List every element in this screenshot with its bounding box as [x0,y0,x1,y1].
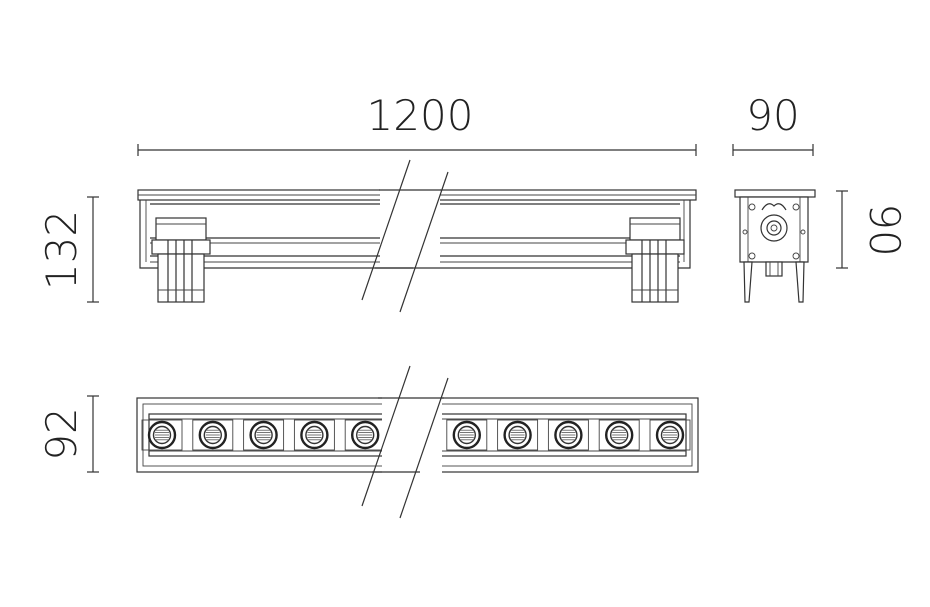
led-lens [243,419,285,451]
dimension-length-label: 1200 [367,91,474,140]
top-view [136,365,699,519]
dimension-height: 132 [37,196,99,303]
led-lens [192,419,234,451]
led-lens [497,419,539,451]
left-mounting-bracket [151,217,211,303]
dimension-end-height-label: 90 [860,203,909,256]
led-lens [649,419,691,451]
led-lens [344,419,386,451]
side-view [137,159,697,313]
right-mounting-bracket [625,217,685,303]
dimension-width-label: 92 [37,407,86,460]
dimension-end-height: 90 [836,190,909,269]
led-lens [547,419,589,451]
dimension-length: 1200 [137,91,697,156]
dimension-height-label: 132 [37,210,86,290]
dimension-width: 92 [37,395,99,473]
end-view [734,189,816,303]
dimension-end-width-label: 90 [746,91,799,140]
dimension-end-width: 90 [732,91,814,156]
led-lens [446,419,488,451]
led-lens [293,419,335,451]
led-lens [141,419,183,451]
led-lens [598,419,640,451]
